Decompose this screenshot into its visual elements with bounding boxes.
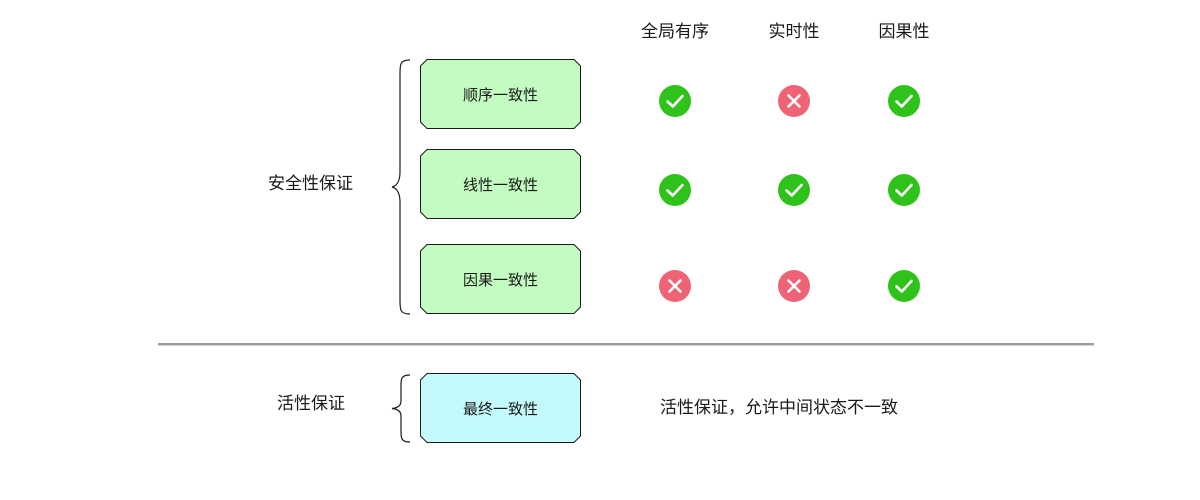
cross-circle-icon [778,85,810,117]
check-circle-icon [888,174,920,206]
box-linear-shape [420,149,581,219]
box-linear-consistency: 线性一致性 [420,149,581,219]
box-eventual-consistency: 最终一致性 [420,373,581,443]
check-circle-icon [659,85,691,117]
column-header-global-order: 全局有序 [641,22,709,42]
liveness-group-label: 活性保证 [277,394,345,414]
box-causal-label: 因果一致性 [462,270,538,289]
liveness-note: 活性保证，允许中间状态不一致 [660,398,898,418]
box-sequential-shape [420,59,581,129]
box-sequential-consistency: 顺序一致性 [420,59,581,129]
column-header-causality: 因果性 [878,22,930,42]
liveness-group-brace [391,374,411,443]
check-circle-icon [888,270,920,302]
box-causal-consistency: 因果一致性 [420,244,581,314]
safety-group-label: 安全性保证 [268,174,353,194]
check-circle-icon [659,174,691,206]
box-eventual-shape [420,373,581,443]
section-divider [158,343,1094,345]
box-eventual-label: 最终一致性 [462,399,538,418]
column-header-real-time: 实时性 [768,22,820,42]
cross-circle-icon [778,270,810,302]
check-circle-icon [888,85,920,117]
cross-circle-icon [659,270,691,302]
box-sequential-label: 顺序一致性 [462,85,538,104]
check-circle-icon [778,174,810,206]
box-causal-shape [420,244,581,314]
safety-group-brace [391,59,411,315]
box-linear-label: 线性一致性 [462,175,538,194]
